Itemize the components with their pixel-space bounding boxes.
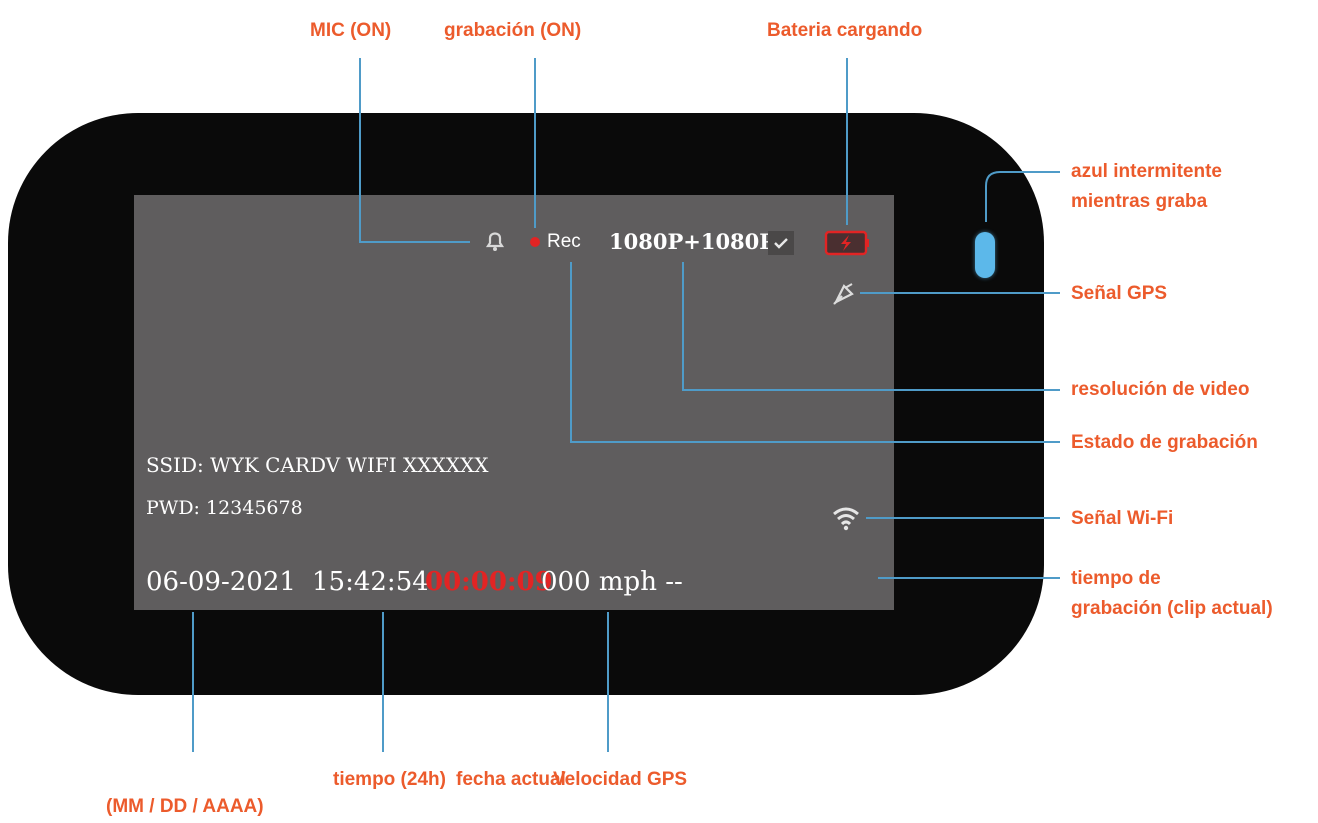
record-dot-icon bbox=[529, 235, 541, 253]
osd-clip-time: 00:00:09 bbox=[425, 567, 553, 597]
annotation-mic: MIC (ON) bbox=[310, 20, 392, 41]
wifi-password: PWD: 12345678 bbox=[146, 497, 303, 519]
battery-charging-icon bbox=[824, 230, 870, 261]
status-led bbox=[975, 232, 995, 278]
annotation-time-24h: tiempo (24h) bbox=[333, 769, 446, 790]
osd-date: 06-09-2021 bbox=[146, 567, 296, 597]
annotation-video-resolution: resolución de video bbox=[1071, 379, 1250, 400]
annotation-led-line2: mientras graba bbox=[1071, 191, 1208, 212]
annotation-battery: Bateria cargando bbox=[767, 20, 923, 41]
annotation-gps-signal: Señal GPS bbox=[1071, 283, 1168, 304]
annotation-clip-time-line2: grabación (clip actual) bbox=[1071, 598, 1273, 619]
rec-label: Rec bbox=[547, 231, 581, 252]
wifi-ssid: SSID: WYK CARDV WIFI XXXXXX bbox=[146, 453, 489, 477]
annotation-gps-speed: Velocidad GPS bbox=[553, 769, 688, 790]
annotation-led-line1: azul intermitente bbox=[1071, 161, 1222, 182]
annotation-clip-time-line1: tiempo de bbox=[1071, 568, 1161, 589]
check-icon bbox=[768, 231, 794, 260]
annotation-wifi-signal: Señal Wi-Fi bbox=[1071, 508, 1174, 529]
video-resolution: 1080P+1080P bbox=[609, 229, 776, 254]
gps-satellite-icon bbox=[830, 280, 858, 313]
wifi-icon bbox=[831, 505, 861, 536]
annotation-recording: grabación (ON) bbox=[444, 20, 582, 41]
microphone-icon bbox=[483, 228, 507, 259]
osd-time: 15:42:54 bbox=[312, 567, 429, 597]
annotation-current-date: fecha actual bbox=[456, 769, 566, 790]
osd-speed: 000 mph -- bbox=[541, 567, 683, 597]
annotation-date-format: (MM / DD / AAAA) bbox=[106, 796, 264, 817]
annotation-recording-status: Estado de grabación bbox=[1071, 432, 1258, 453]
